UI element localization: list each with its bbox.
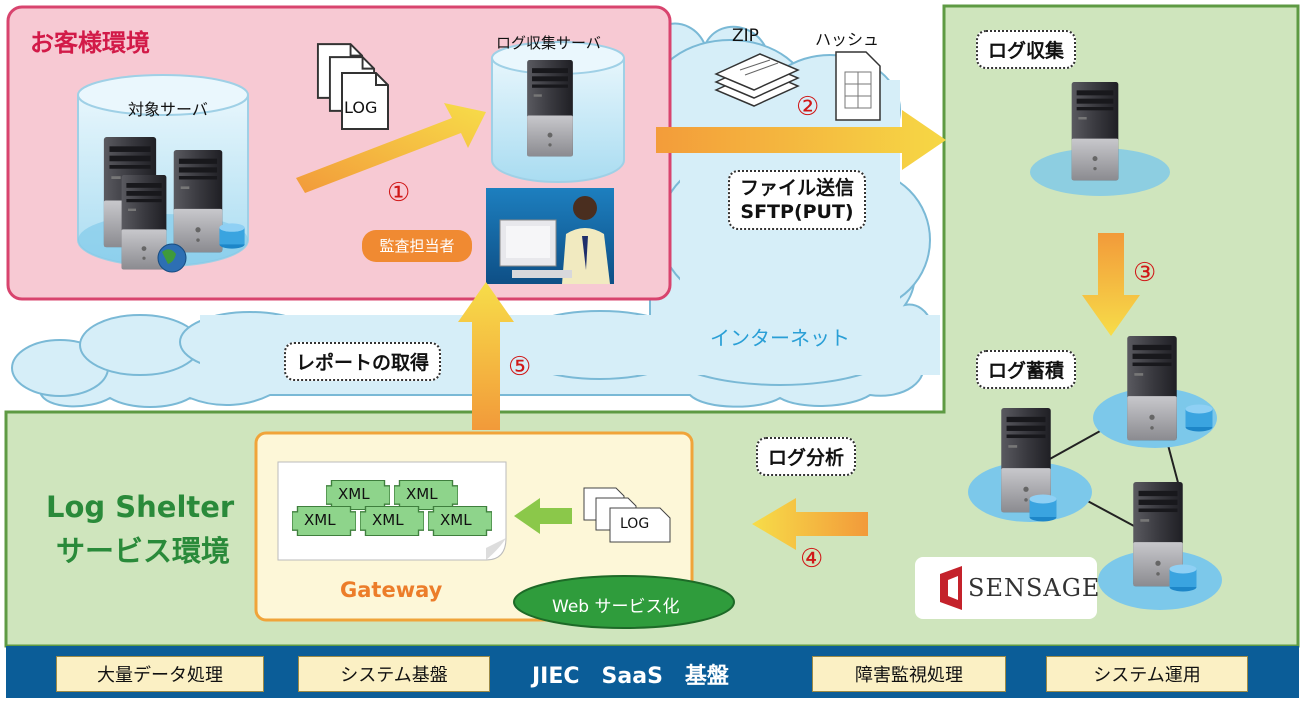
storage-server-icon-1 [1127,336,1177,441]
arrow-step5 [458,282,514,430]
xml-label-3: XML [304,511,336,529]
storage-db-icon-3 [1169,564,1197,592]
log-collect-tag: ログ収集 [976,30,1077,69]
log-store-tag: ログ蓄積 [976,350,1077,389]
step-4: ④ [800,544,824,574]
zip-label: ZIP [732,26,759,46]
bar-item-bulk-data: 大量データ処理 [56,656,264,692]
xml-label-2: XML [406,485,438,503]
file-send-line1: ファイル送信 [740,177,855,199]
file-send-tag: ファイル送信 SFTP(PUT) [728,170,867,230]
arrow-convert [514,498,572,534]
xml-label-4: XML [372,511,404,529]
log-collect-server-label: ログ収集サーバ [496,34,601,52]
web-service-ellipse [513,575,735,629]
zip-icon [714,53,800,107]
service-env-title-1: Log Shelter [46,490,235,524]
storage-db-icon-1 [1185,404,1213,432]
arrow-step3 [1082,233,1140,336]
bar-item-system-base: システム基盤 [298,656,490,692]
arrow-step4 [752,498,868,550]
hash-file-icon [835,51,881,121]
gateway-log-icon [583,487,671,543]
gateway-log-label: LOG [620,516,650,532]
web-service-label: Web サービス化 [552,597,680,617]
report-tag: レポートの取得 [284,342,442,381]
log-file-label: LOG [344,98,378,117]
log-collect-server-right-icon [1071,82,1119,181]
internet-label: インターネット [710,326,850,350]
sensage-logo-text: SENSAGE [968,574,1101,602]
step-1: ① [387,178,411,208]
bar-item-operations: システム運用 [1046,656,1248,692]
gateway-label: Gateway [340,578,443,602]
service-env-title-2: サービス環境 [56,534,231,568]
step-5: ⑤ [508,352,532,382]
target-server-icon-1 [173,150,223,253]
bar-center-title: JIEC SaaS 基盤 [532,664,729,689]
hash-label: ハッシュ [815,30,880,49]
customer-env-title: お客様環境 [30,29,150,57]
step-2: ② [796,92,820,122]
auditor-icon [486,188,614,284]
auditor-badge: 監査担当者 [362,230,472,262]
file-send-line2: SFTP(PUT) [740,201,854,223]
database-icon [219,223,245,249]
log-collect-server-icon [527,60,573,157]
target-server-label: 対象サーバ [128,100,208,119]
step-3: ③ [1133,258,1157,288]
xml-label-1: XML [338,485,370,503]
arrow-step2 [656,110,946,170]
xml-label-5: XML [440,511,472,529]
bar-item-fault-monitor: 障害監視処理 [812,656,1006,692]
arrow-step1 [296,103,486,193]
log-analysis-tag: ログ分析 [756,437,857,476]
storage-db-icon-2 [1029,494,1057,522]
